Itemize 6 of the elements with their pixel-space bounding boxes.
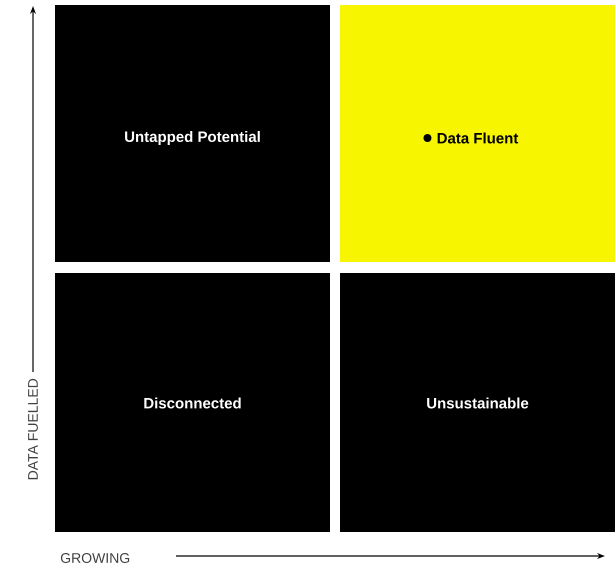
- axis-label: GROWING: [60, 553, 130, 563]
- quadrant-box: Unsustainable: [340, 273, 615, 532]
- quadrant-box: Data Fluent: [340, 5, 615, 262]
- axis-label: DATA FUELLED: [28, 378, 38, 480]
- quadrant-box: Disconnected: [55, 273, 330, 532]
- quadrant-box: Untapped Potential: [55, 5, 330, 262]
